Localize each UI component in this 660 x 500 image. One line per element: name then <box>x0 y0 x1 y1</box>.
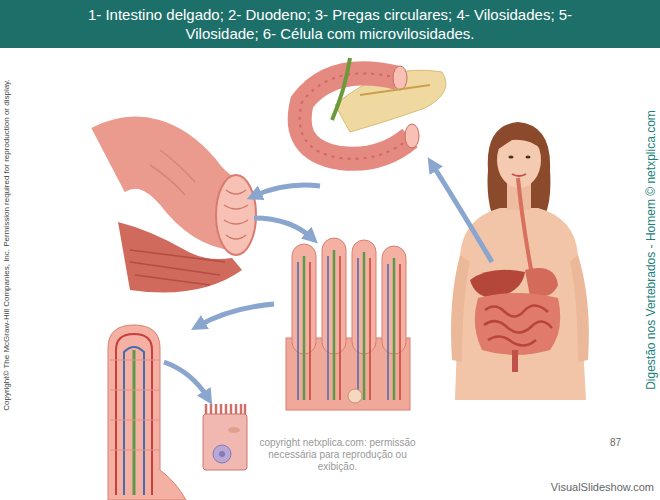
human-figure <box>518 178 532 275</box>
human-figure <box>526 155 531 158</box>
villi-illustration <box>298 256 388 400</box>
intestine-section <box>216 175 256 255</box>
flow-arrow <box>254 185 320 196</box>
side-caption: Digestão nos Vertebrados - Homem © netxp… <box>644 110 658 390</box>
intestine-section <box>108 150 256 293</box>
human-figure <box>512 350 518 372</box>
villus-illustration <box>124 347 144 495</box>
cell-illustration <box>213 445 231 463</box>
cell-illustration <box>228 427 240 433</box>
watermark: copyright netxplica.com: permissão neces… <box>250 437 425 473</box>
duodenum-illustration <box>360 85 430 95</box>
duodenum-illustration <box>393 66 407 90</box>
human-figure <box>525 268 558 297</box>
villi-illustration <box>310 256 400 400</box>
cell-illustration <box>203 404 247 470</box>
villus-illustration <box>110 360 160 450</box>
duodenum-illustration <box>405 124 419 148</box>
human-figure <box>484 305 552 345</box>
copyright-note: Copyright© The McGraw-Hill Companies, In… <box>2 79 12 411</box>
duodenum-illustration <box>300 73 410 158</box>
human-figure <box>475 293 560 355</box>
human-figure <box>451 255 470 362</box>
flow-arrow <box>432 164 492 262</box>
villi-illustration <box>304 250 394 400</box>
villus-illustration <box>116 334 152 495</box>
flow-arrow <box>164 362 208 398</box>
flow-arrow <box>164 164 492 398</box>
site-credit: VisualSlideshow.com <box>551 481 654 494</box>
intestine-section <box>130 250 225 285</box>
duodenum-illustration <box>300 58 446 159</box>
flow-arrow <box>254 218 312 238</box>
intestine-section <box>224 190 248 239</box>
villus-illustration <box>133 350 136 495</box>
cell-illustration <box>219 451 225 457</box>
human-figure <box>509 155 514 158</box>
villi-illustration <box>286 238 410 410</box>
intestine-section <box>150 150 195 195</box>
human-figure <box>512 174 526 176</box>
villus-illustration <box>108 325 186 500</box>
human-figure <box>570 255 589 362</box>
villus-illustration <box>108 325 186 500</box>
cell-illustration <box>206 404 245 414</box>
duodenum-illustration <box>332 58 350 120</box>
flow-arrow <box>198 304 274 326</box>
human-figure <box>497 130 542 150</box>
cell-illustration <box>203 414 247 470</box>
villi-illustration <box>348 389 362 403</box>
page-number: 87 <box>610 437 621 449</box>
human-figure <box>451 122 589 400</box>
slide-title: 1- Intestino delgado; 2- Duodeno; 3- Pre… <box>60 5 600 43</box>
duodenum-illustration <box>300 73 410 158</box>
